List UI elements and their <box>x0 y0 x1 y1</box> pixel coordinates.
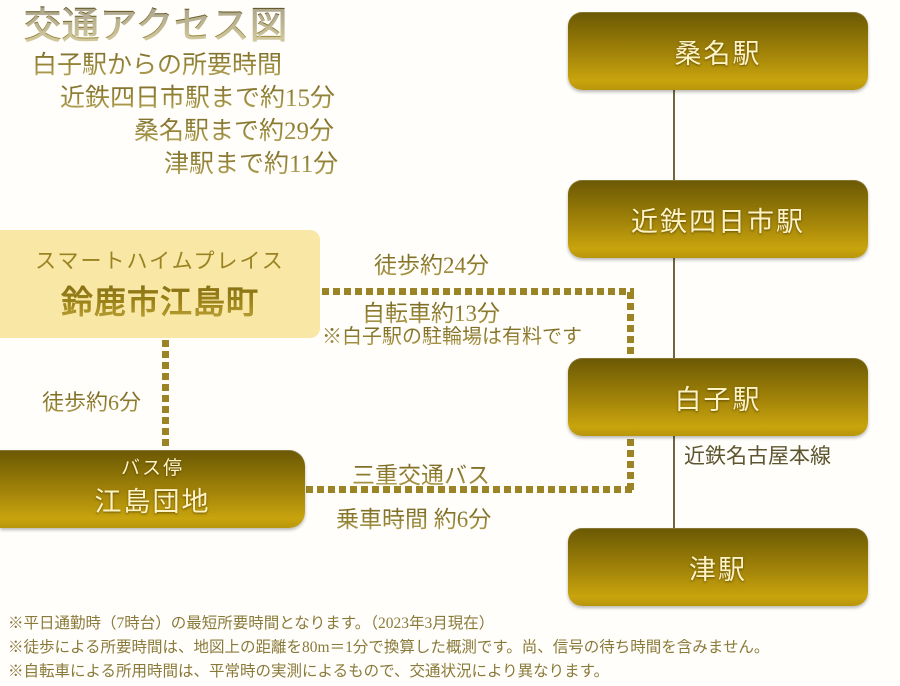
property-highlight-box[interactable]: スマートハイムプレイス 鈴鹿市江島町 <box>0 230 320 338</box>
rail-line-label: 近鉄名古屋本線 <box>684 444 831 468</box>
station-box-shiroko[interactable]: 白子駅 <box>568 358 868 436</box>
route-note-walk-to-shiroko: 徒歩約24分 <box>374 246 489 280</box>
property-name-label: 鈴鹿市江島町 <box>61 277 259 323</box>
property-brand-label: スマートハイムプレイス <box>35 249 285 273</box>
rail-line-yokkaichi-shiroko <box>673 256 675 360</box>
subtitle-line-origin: 白子駅からの所要時間 <box>32 49 524 82</box>
bus-stop-kind-label: バス停 <box>120 457 184 479</box>
bus-stop-name-label: 江島団地 <box>94 487 211 518</box>
station-box-kintetsu-yokkaichi[interactable]: 近鉄四日市駅 <box>568 180 868 258</box>
station-label-kintetsu-yokkaichi: 近鉄四日市駅 <box>631 206 805 237</box>
route-note-bike-to-shiroko: 自転車約13分 <box>362 294 500 328</box>
rail-line-shiroko-tsu <box>673 434 675 530</box>
footnote-line-2: ※徒歩による所要時間は、地図上の距離を80m＝1分で換算した概測です。尚、信号の… <box>8 639 770 657</box>
station-label-kuwana: 桑名駅 <box>674 38 762 69</box>
footnote-line-3: ※自転車による所用時間は、平常時の実測によるもので、交通状況により異なります。 <box>8 663 610 681</box>
page-title: 交通アクセス図 <box>24 6 524 49</box>
rail-line-kuwana-yokkaichi <box>673 88 675 182</box>
route-note-walk-to-bus-stop: 徒歩約6分 <box>42 385 141 417</box>
route-note-bus-ride-time: 乗車時間 約6分 <box>336 500 491 534</box>
route-note-bike-parking: ※白子駅の駐輪場は有料です <box>322 320 582 349</box>
footnotes-block: ※平日通勤時（7時台）の最短所要時間となります。（2023年3月現在） ※徒歩に… <box>8 612 892 684</box>
subtitle-line-kuwana: 桑名駅まで約29分 <box>134 115 524 148</box>
station-label-shiroko: 白子駅 <box>674 384 762 415</box>
route-note-bus-operator: 三重交通バス <box>352 456 490 490</box>
station-label-tsu: 津駅 <box>689 554 747 585</box>
station-box-tsu[interactable]: 津駅 <box>568 528 868 606</box>
title-block: 交通アクセス図 白子駅からの所要時間 近鉄四日市駅まで約15分 桑名駅まで約29… <box>24 6 524 181</box>
subtitle-line-yokkaichi: 近鉄四日市駅まで約15分 <box>60 82 524 115</box>
walk-route-horizontal-segment <box>322 288 634 295</box>
walk-route-vertical-segment <box>627 292 634 362</box>
bus-stop-box[interactable]: バス停 江島団地 <box>0 450 305 528</box>
bus-route-horizontal-segment <box>306 486 634 493</box>
subtitle-line-tsu: 津駅まで約11分 <box>164 148 524 181</box>
footnote-line-1: ※平日通勤時（7時台）の最短所要時間となります。（2023年3月現在） <box>8 615 495 632</box>
station-box-kuwana[interactable]: 桑名駅 <box>568 12 868 90</box>
walk-route-to-bus-stop-segment <box>162 340 169 452</box>
